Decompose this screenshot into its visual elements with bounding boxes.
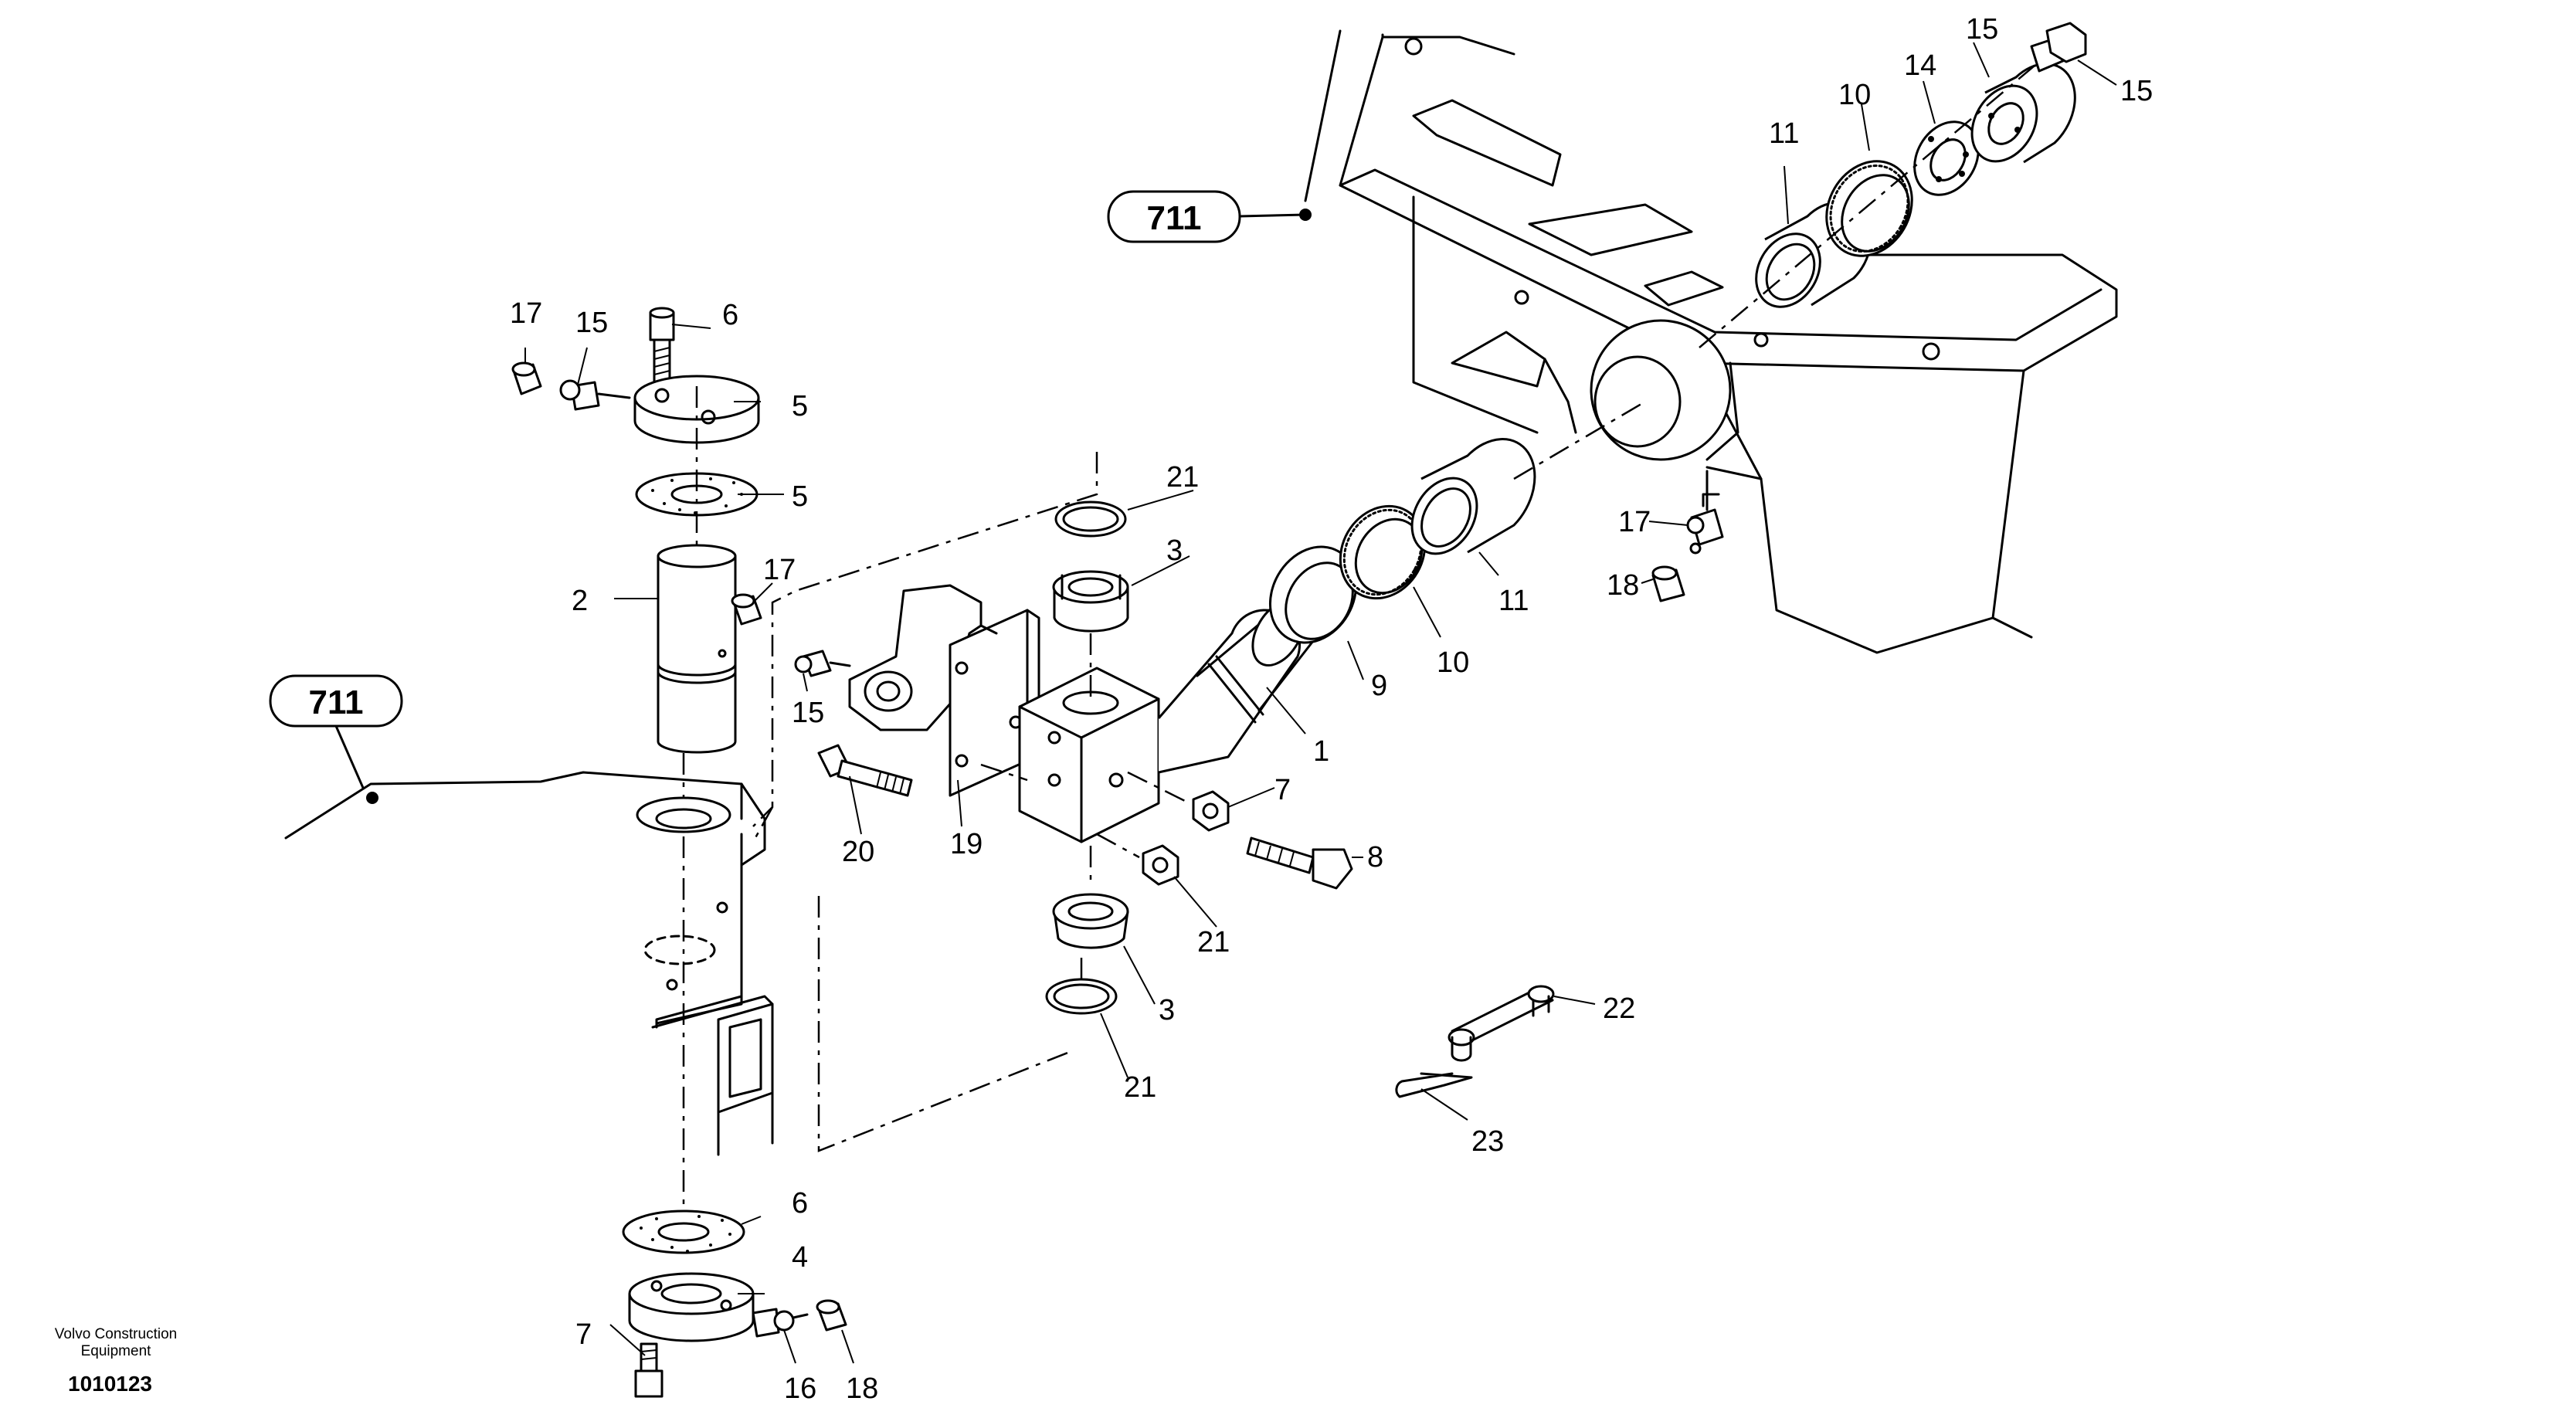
part-label: 21 xyxy=(1166,461,1199,494)
brand-name: Volvo Construction xyxy=(54,1326,178,1342)
part-labels: 17 15 6 5 5 2 17 15 20 19 21 3 1 7 8 21 … xyxy=(510,13,2153,1405)
part-label: 11 xyxy=(1498,585,1529,617)
part-label: 18 xyxy=(1607,569,1639,602)
part-label: 2 xyxy=(572,585,588,617)
part-label: 10 xyxy=(1838,79,1871,111)
part-label: 8 xyxy=(1367,841,1383,874)
brand-subline: Equipment xyxy=(80,1343,151,1359)
part-label: 3 xyxy=(1166,534,1183,567)
right-fittings xyxy=(1651,493,1724,602)
part-label: 7 xyxy=(575,1318,592,1351)
part-label: 11 xyxy=(1769,117,1799,150)
reference-callout-label: 711 xyxy=(1147,199,1202,237)
part-label: 3 xyxy=(1159,994,1175,1026)
pin-assembly xyxy=(511,307,847,1398)
part-label: 22 xyxy=(1603,992,1635,1025)
drawing-number: 1010123 xyxy=(68,1372,153,1396)
part-label: 5 xyxy=(792,480,808,513)
part-label: 5 xyxy=(792,390,808,422)
part-label: 17 xyxy=(1618,506,1651,538)
reference-callout-upper: 711 xyxy=(1107,190,1312,243)
part-label: 6 xyxy=(792,1187,808,1220)
part-label: 15 xyxy=(575,307,608,339)
part-label: 15 xyxy=(792,697,824,729)
part-label: 21 xyxy=(1197,926,1230,958)
part-label: 7 xyxy=(1274,774,1291,806)
assembly-group-outline xyxy=(752,452,1098,1152)
bracket-assembly xyxy=(731,584,1353,890)
part-label: 23 xyxy=(1471,1125,1504,1158)
bushings-and-seals xyxy=(1045,22,2087,1015)
part-label: 17 xyxy=(763,554,796,586)
part-label: 17 xyxy=(510,297,542,330)
part-label: 20 xyxy=(842,836,874,868)
leader-lines xyxy=(524,42,2117,1364)
part-label: 16 xyxy=(784,1372,816,1405)
part-label: 1 xyxy=(1313,735,1329,768)
part-label: 9 xyxy=(1371,670,1387,702)
part-label: 14 xyxy=(1904,49,1936,82)
linkage-parts xyxy=(1395,985,1555,1098)
part-label: 10 xyxy=(1437,646,1469,679)
part-label: 15 xyxy=(1966,13,1998,46)
part-label: 21 xyxy=(1124,1071,1156,1104)
part-label: 6 xyxy=(722,299,738,331)
part-label: 4 xyxy=(792,1241,808,1274)
part-label: 19 xyxy=(950,828,983,860)
left-frame xyxy=(284,771,774,1156)
reference-callout-label: 711 xyxy=(309,684,364,721)
main-frame xyxy=(1304,29,2118,654)
part-label: 15 xyxy=(2120,75,2153,107)
part-label: 18 xyxy=(846,1372,878,1405)
reference-callout-lower: 711 xyxy=(269,674,403,804)
